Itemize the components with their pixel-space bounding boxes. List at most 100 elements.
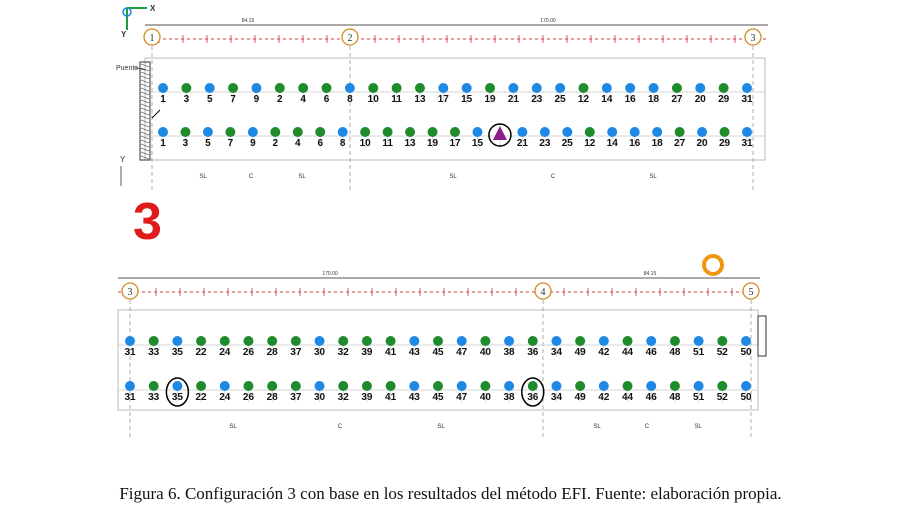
bottom-panel-row1-pile-dot — [267, 336, 278, 346]
top-panel-row1-pile-label: 1 — [160, 94, 166, 105]
top-panel-row1-pile-label: 16 — [625, 94, 637, 105]
top-panel-row2-pile-label: 13 — [405, 138, 417, 149]
bottom-panel-row2-pile-dot — [243, 381, 254, 391]
top-panel-axis-marker-label: 2 — [348, 33, 353, 44]
bottom-panel-row2-pile-label: 50 — [740, 392, 752, 403]
top-panel-row2-pile-label: 25 — [562, 138, 574, 149]
coord-origin-icon — [122, 7, 132, 17]
bottom-panel-section-mark: C — [338, 424, 343, 430]
top-panel-row1-pile-dot — [625, 83, 636, 93]
top-panel-row2-pile-label: 16 — [629, 138, 641, 149]
top-panel-row2-pile-label: 20 — [697, 138, 709, 149]
bridge-hatch — [140, 103, 150, 108]
circled-pile-ring — [521, 377, 545, 407]
bottom-panel-axis-marker-label: 3 — [128, 287, 133, 298]
bottom-panel-row1-pile-dot — [717, 336, 728, 346]
top-panel-row2-pile-dot — [202, 127, 213, 137]
bottom-panel-row1-pile-dot — [669, 336, 680, 346]
bottom-panel-row1-pile-dot — [480, 336, 491, 346]
bottom-panel-row1-pile-dot — [196, 336, 207, 346]
top-panel-row2-pile-label: 15 — [472, 138, 484, 149]
top-panel-row2-pile-label: 2 — [273, 138, 279, 149]
bottom-panel-row2-pile-label: 28 — [267, 392, 279, 403]
bottom-panel-row1-pile-label: 36 — [527, 347, 539, 358]
bottom-panel-row2-pile-dot — [646, 381, 657, 391]
top-panel-row1-pile-label: 7 — [230, 94, 236, 105]
top-panel-row2-pile-dot — [719, 127, 730, 137]
top-panel-row2-pile-label: 7 — [228, 138, 234, 149]
top-panel-row2-pile-dot — [674, 127, 685, 137]
bottom-panel-section-mark: SL — [694, 424, 702, 430]
bottom-panel-row1-pile-dot — [219, 336, 230, 346]
circled-pile-ring — [165, 377, 190, 407]
top-panel-row1-pile-dot — [648, 83, 659, 93]
bottom-panel-row1-pile-label: 38 — [504, 347, 516, 358]
bridge-hatch — [140, 135, 150, 140]
top-panel-row1-pile-dot — [555, 83, 566, 93]
bottom-panel-row1-pile-dot — [575, 336, 586, 346]
bottom-panel-dimension-total: 84.15 — [644, 271, 657, 277]
top-panel-row2-pile-dot — [562, 127, 573, 137]
bottom-panel-row2-pile-label: 30 — [314, 392, 326, 403]
bottom-panel-row1-pile-dot — [433, 336, 443, 346]
bottom-panel-section-mark: SL — [229, 424, 237, 430]
bottom-panel-row2-pile-dot — [504, 381, 515, 391]
top-panel-row2-pile-dot — [697, 127, 708, 137]
bottom-panel-row2-pile-label: 43 — [409, 392, 421, 403]
bottom-panel-row1-pile-label: 41 — [385, 347, 397, 358]
bridge-arrow — [151, 109, 161, 119]
bottom-panel-row1-pile-label: 52 — [717, 347, 729, 358]
bottom-panel-row1-pile-dot — [290, 336, 301, 346]
bottom-panel-row1-pile-dot — [243, 336, 254, 346]
top-panel-row2-pile-dot — [382, 127, 393, 137]
top-panel-row1-pile-label: 10 — [368, 94, 380, 105]
bottom-panel-row2-pile-label: 33 — [148, 392, 160, 403]
bridge-hatch — [140, 95, 150, 100]
configuration-number-label: 3 — [133, 193, 162, 251]
bottom-panel-row1-pile-label: 50 — [740, 347, 752, 358]
top-panel-row1-pile-label: 14 — [601, 94, 613, 105]
bottom-panel-row2-pile-dot — [409, 381, 420, 391]
triangle-highlight-ring — [488, 123, 512, 147]
bottom-panel-row2-pile-dot — [598, 381, 609, 391]
bottom-panel-row2-pile-dot — [433, 381, 443, 391]
bottom-panel-axis-marker — [742, 282, 760, 300]
top-panel-row1-pile-dot — [531, 83, 542, 93]
bridge-hatch — [140, 87, 150, 92]
bridge-hatch — [140, 75, 150, 80]
top-panel-row1-pile-label: 20 — [695, 94, 707, 105]
bottom-panel-row2-pile-dot — [741, 381, 751, 391]
bottom-panel-row2-pile-label: 24 — [219, 392, 231, 403]
top-panel-row2-pile-label: 17 — [449, 138, 461, 149]
top-panel-row1-pile-dot — [321, 83, 332, 93]
bottom-panel-section-mark: SL — [437, 424, 445, 430]
bottom-panel-row1-pile-label: 35 — [172, 347, 184, 358]
top-panel-row1-pile-label: 27 — [671, 94, 683, 105]
top-panel-row2-pile-label: 1 — [160, 138, 166, 149]
top-panel-row2-pile-label: 29 — [719, 138, 731, 149]
top-panel-row1-pile-dot — [578, 83, 589, 93]
bottom-panel-row2-pile-dot — [361, 381, 372, 391]
top-panel-row2-pile-label: 11 — [382, 138, 393, 149]
bottom-panel-row2-pile-label: 34 — [551, 392, 563, 403]
top-panel-row2-pile-dot — [539, 127, 550, 137]
top-panel-row1-pile-dot — [508, 83, 519, 93]
bottom-panel-axis-marker-label: 4 — [541, 287, 546, 298]
bottom-panel-row2-pile-label: 48 — [669, 392, 681, 403]
top-panel-row2-pile-dot — [315, 127, 326, 137]
top-panel-section-mark: C — [551, 174, 556, 180]
bottom-panel-row2-pile-label: 26 — [243, 392, 255, 403]
bottom-panel-row2-pile-label: 39 — [361, 392, 373, 403]
bridge-hatch — [140, 99, 150, 104]
top-panel-row1-pile-dot — [742, 83, 752, 93]
coord-x-label: X — [150, 4, 156, 13]
top-panel-row1-pile-label: 19 — [484, 94, 496, 105]
bottom-panel-row2-pile-label: 52 — [717, 392, 729, 403]
figure-caption: Figura 6. Configuración 3 con base en lo… — [119, 484, 782, 503]
bottom-panel-row1-pile-dot — [172, 336, 183, 346]
bottom-panel-row2-pile-label: 47 — [456, 392, 468, 403]
top-panel-row2-pile-label: 23 — [539, 138, 551, 149]
top-panel-axis-marker-label: 3 — [751, 33, 756, 44]
bottom-panel-row1-pile-label: 47 — [456, 347, 468, 358]
